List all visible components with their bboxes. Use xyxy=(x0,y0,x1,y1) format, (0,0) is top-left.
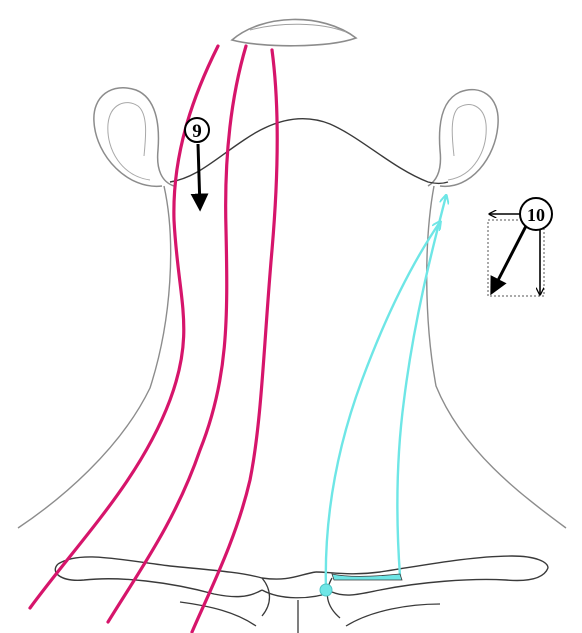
left-clavicle-lower xyxy=(55,564,262,597)
marker-10-arrow-diagonal xyxy=(492,226,526,292)
marker-10: 10 xyxy=(488,198,552,296)
lower-left-rib xyxy=(180,602,256,626)
head-contour xyxy=(170,119,448,184)
marker-9: 9 xyxy=(185,118,209,208)
marker-9-arrow xyxy=(198,144,200,208)
chin-outline xyxy=(232,19,356,45)
left-clavicle xyxy=(58,557,316,579)
neck-right-side xyxy=(427,186,566,528)
cyan-line-outer xyxy=(326,222,440,590)
left-ear xyxy=(94,88,174,187)
magenta-line-2 xyxy=(108,46,246,622)
marker-10-label: 10 xyxy=(527,205,545,225)
marker-9-label: 9 xyxy=(192,121,202,142)
right-clavicle-lower xyxy=(332,568,548,595)
right-clavicle xyxy=(316,556,548,574)
right-ear xyxy=(428,90,498,187)
lower-right-rib xyxy=(346,604,440,626)
cyan-base-fill xyxy=(332,574,402,580)
cyan-origin-dot xyxy=(320,584,332,596)
neck-left-side xyxy=(18,186,171,528)
left-ear-inner xyxy=(108,103,150,180)
